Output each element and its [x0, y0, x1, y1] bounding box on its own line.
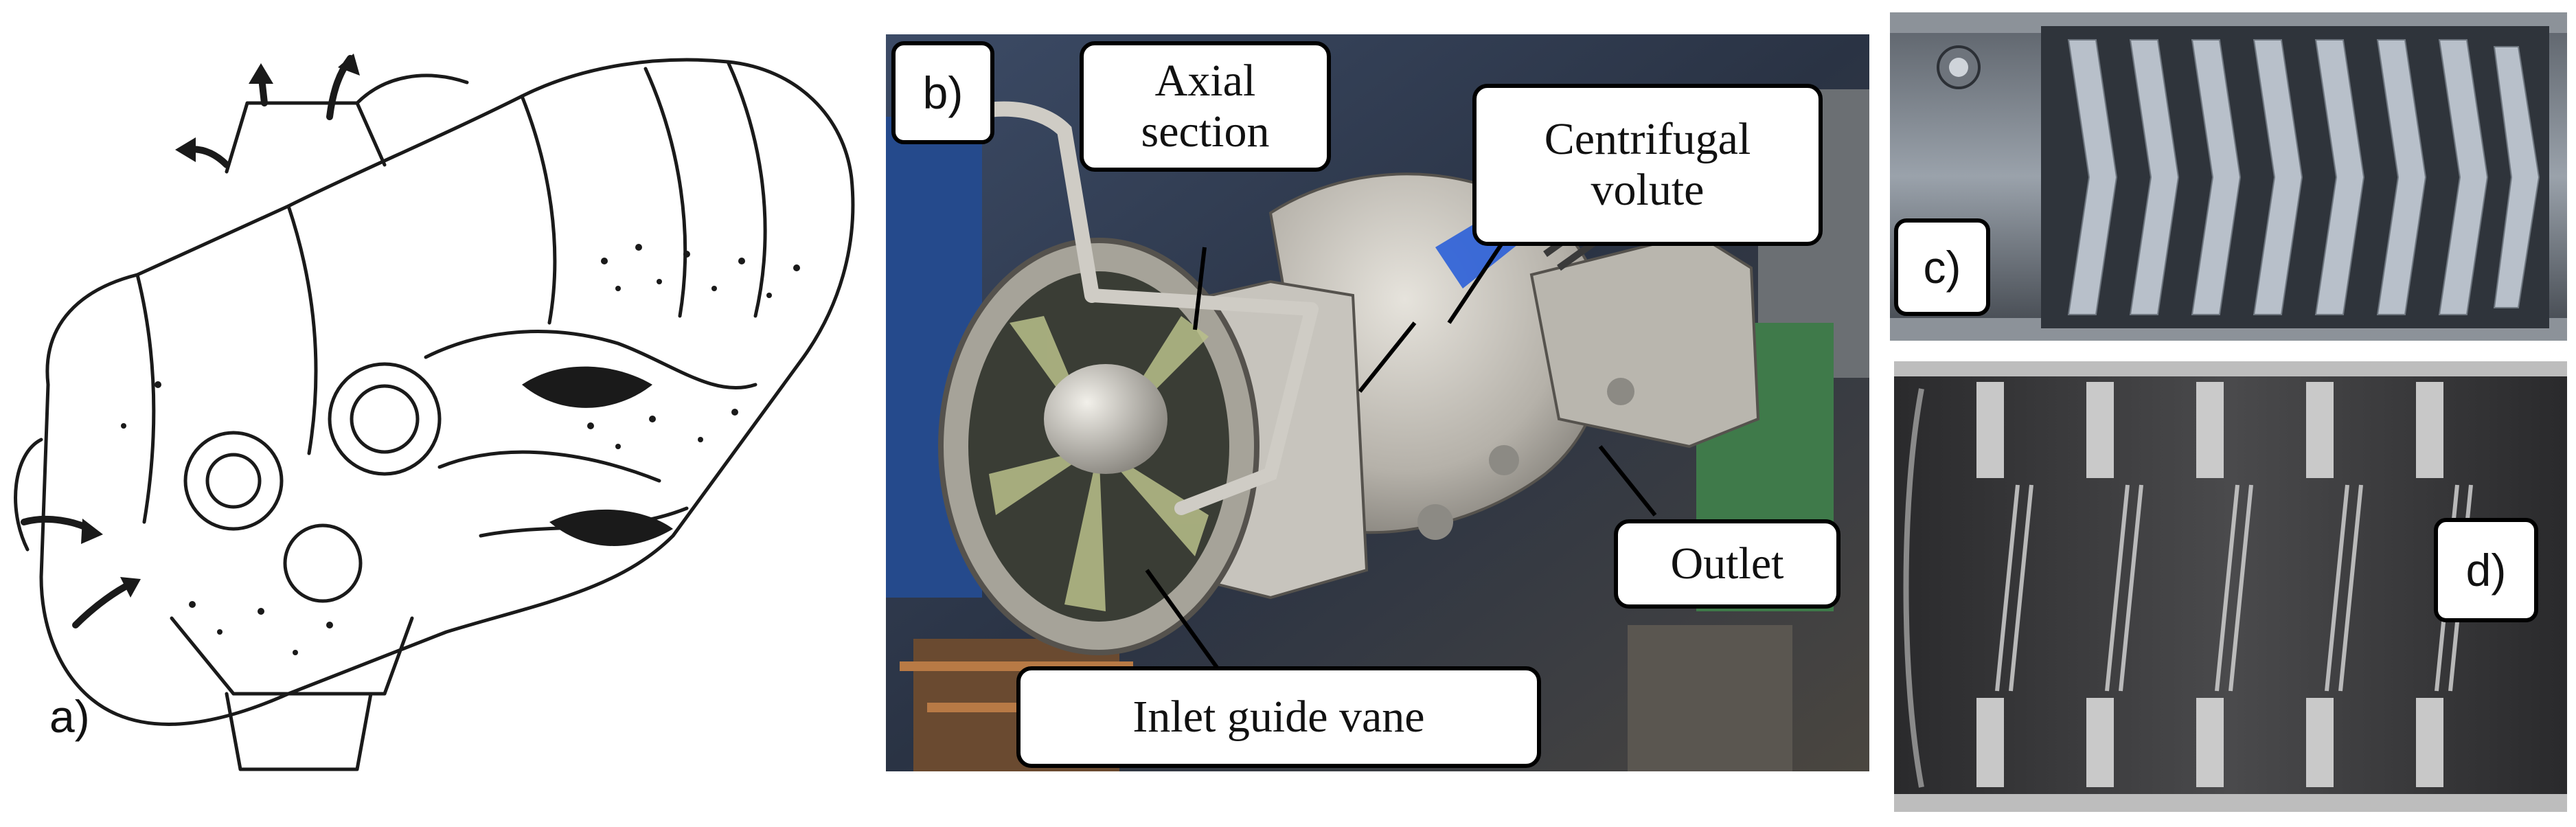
panel-a-engine-cutaway: a): [0, 0, 886, 827]
callout-inlet-guide-vane-text: Inlet guide vane: [1132, 692, 1425, 743]
callout-centrifugal-volute-line2: volute: [1591, 165, 1705, 215]
compressor-casing-photo: [1890, 12, 2567, 341]
panel-b-label: b): [922, 67, 964, 118]
callout-inlet-guide-vane: Inlet guide vane: [1016, 666, 1541, 768]
callout-outlet-text: Outlet: [1670, 539, 1784, 589]
panel-b-test-rig: b) Axial section Centrifugal volute Outl…: [886, 34, 1869, 771]
compressor-test-rig-photo: [886, 34, 1869, 771]
callout-centrifugal-volute: Centrifugal volute: [1472, 84, 1823, 246]
panel-a-label: a): [49, 691, 90, 742]
panel-d-label-box: d): [2434, 518, 2538, 622]
panel-d-label: d): [2465, 545, 2507, 596]
callout-axial-section: Axial section: [1080, 41, 1331, 172]
callout-axial-section-line1: Axial: [1154, 56, 1256, 106]
turbine-engine-cutaway-illustration: [14, 54, 855, 771]
panel-d-rotor-blades: d): [1894, 361, 2567, 812]
panel-b-label-box: b): [891, 41, 994, 144]
callout-outlet: Outlet: [1614, 519, 1840, 609]
callout-centrifugal-volute-line1: Centrifugal: [1544, 114, 1751, 165]
callout-axial-section-line2: section: [1141, 106, 1270, 157]
panel-c-label: c): [1923, 242, 1961, 293]
panel-c-label-box: c): [1894, 218, 1990, 316]
panel-c-casing: c): [1890, 12, 2567, 341]
